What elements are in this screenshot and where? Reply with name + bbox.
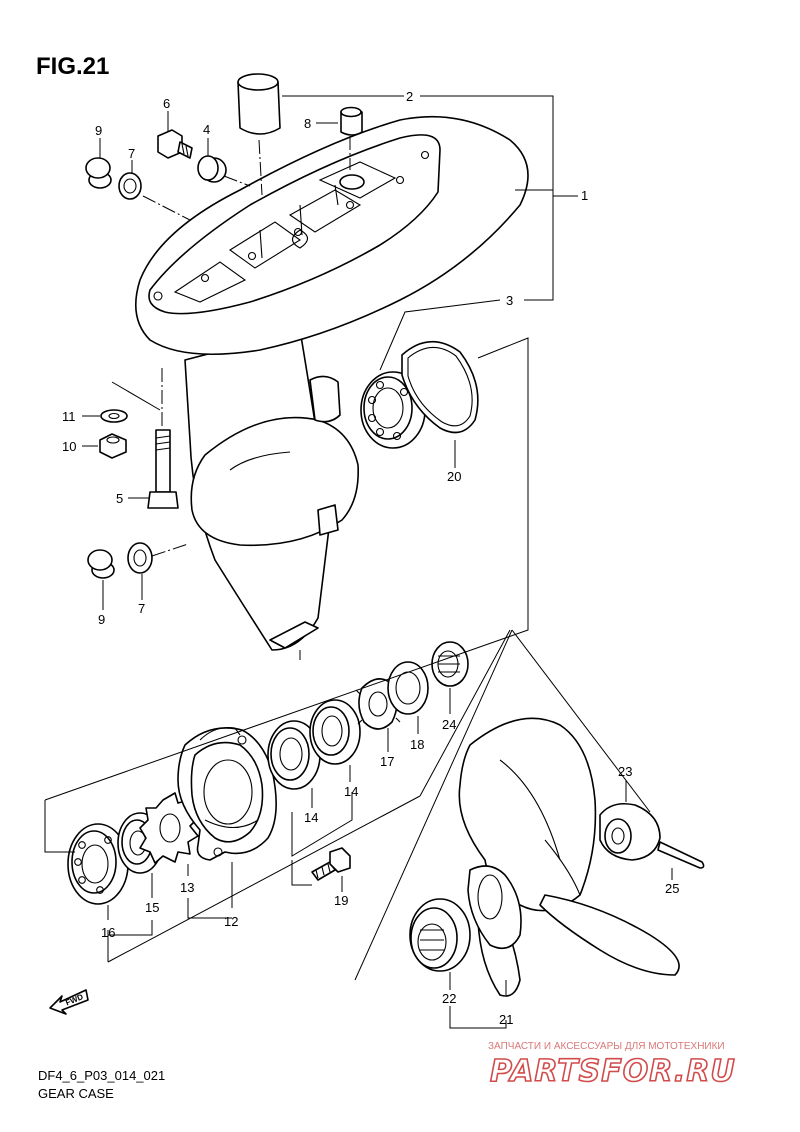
- bolt-19[interactable]: [311, 847, 351, 881]
- callout-2[interactable]: 2: [406, 89, 413, 104]
- gear-case-housing[interactable]: [134, 115, 529, 660]
- stud-bolt-5[interactable]: [147, 368, 179, 509]
- callout-labels: 1 2 3 4 5 6 7 7 8 9 9 10 11 12 13 14 14 …: [62, 89, 679, 1027]
- plug-9-upper[interactable]: [85, 157, 112, 189]
- washer-18[interactable]: [387, 661, 429, 715]
- callout-7-lower[interactable]: 7: [138, 601, 145, 616]
- propeller-shaft-housing-12[interactable]: [177, 726, 277, 861]
- callout-14-right[interactable]: 14: [344, 784, 358, 799]
- spacer-22[interactable]: [409, 898, 471, 972]
- callout-18[interactable]: 18: [410, 737, 424, 752]
- figure-title: FIG.21: [36, 53, 109, 80]
- callout-7-upper[interactable]: 7: [128, 146, 135, 161]
- callout-15[interactable]: 15: [145, 900, 159, 915]
- callout-14-left[interactable]: 14: [304, 810, 318, 825]
- callout-23[interactable]: 23: [618, 764, 632, 779]
- fwd-arrow-icon: FWD: [49, 989, 89, 1015]
- callout-1[interactable]: 1: [581, 188, 588, 203]
- plug-8[interactable]: [340, 106, 363, 171]
- watermark: ЗАПЧАСТИ И АКСЕССУАРЫ ДЛЯ МОТОТЕХНИКИ PA…: [488, 1041, 736, 1090]
- seal-14-left[interactable]: [267, 720, 321, 790]
- callout-11[interactable]: 11: [62, 409, 76, 424]
- callout-12[interactable]: 12: [224, 914, 238, 929]
- diagram-name: GEAR CASE: [38, 1086, 114, 1101]
- callout-3[interactable]: 3: [506, 293, 513, 308]
- washer-11[interactable]: [100, 409, 128, 423]
- plug-9-lower[interactable]: [87, 549, 115, 579]
- callout-19[interactable]: 19: [334, 893, 348, 908]
- diagram-code: DF4_6_P03_014_021: [38, 1068, 165, 1083]
- bolt-6[interactable]: [157, 129, 193, 159]
- o-ring-20[interactable]: [401, 340, 479, 434]
- callout-21[interactable]: 21: [499, 1012, 513, 1027]
- callout-17[interactable]: 17: [380, 754, 394, 769]
- water-tube-seal-2[interactable]: [237, 73, 281, 196]
- callout-8[interactable]: 8: [304, 116, 311, 131]
- propeller-21[interactable]: [458, 717, 680, 997]
- gasket-7-upper[interactable]: [118, 172, 191, 221]
- callout-20[interactable]: 20: [447, 469, 461, 484]
- callout-5[interactable]: 5: [116, 491, 123, 506]
- callout-9-lower[interactable]: 9: [98, 612, 105, 627]
- spacer-24[interactable]: [431, 641, 469, 687]
- callout-6[interactable]: 6: [163, 96, 170, 111]
- leader-lines: [44, 95, 673, 1029]
- callout-24[interactable]: 24: [442, 717, 456, 732]
- grommet-4[interactable]: [197, 155, 251, 187]
- watermark-tagline: ЗАПЧАСТИ И АКСЕССУАРЫ ДЛЯ МОТОТЕХНИКИ: [488, 1041, 725, 1052]
- bearing-16[interactable]: [67, 823, 129, 905]
- callout-10[interactable]: 10: [62, 439, 76, 454]
- propeller-nut-23[interactable]: [599, 802, 661, 861]
- gasket-7-lower[interactable]: [127, 542, 189, 574]
- seal-14-right[interactable]: [309, 699, 361, 765]
- callout-22[interactable]: 22: [442, 991, 456, 1006]
- callout-16[interactable]: 16: [101, 925, 115, 940]
- callout-25[interactable]: 25: [665, 881, 679, 896]
- callout-4[interactable]: 4: [203, 122, 210, 137]
- watermark-logo: PARTSFOR.RU: [490, 1054, 736, 1089]
- nut-10[interactable]: [99, 433, 127, 459]
- callout-9-upper[interactable]: 9: [95, 123, 102, 138]
- callout-13[interactable]: 13: [180, 880, 194, 895]
- cotter-pin-25[interactable]: [657, 841, 705, 869]
